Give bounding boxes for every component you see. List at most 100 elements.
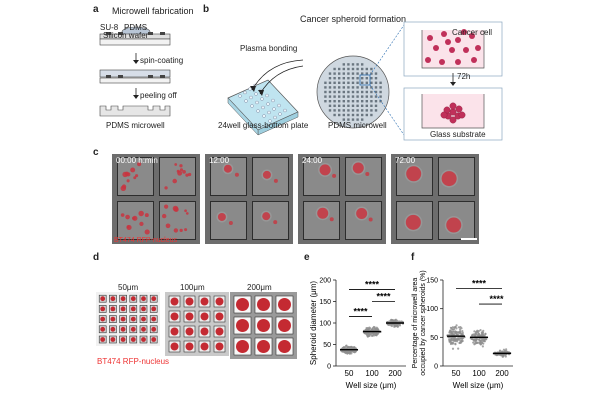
disk-well bbox=[356, 86, 359, 89]
spheroid-formation-diagram bbox=[227, 21, 503, 141]
cell-nucleus bbox=[126, 179, 130, 183]
cancer-cell bbox=[445, 39, 451, 45]
microwell bbox=[303, 201, 340, 240]
disk-well bbox=[361, 81, 364, 84]
spheroid bbox=[215, 312, 224, 321]
disk-well bbox=[328, 81, 332, 84]
microwell bbox=[117, 157, 154, 196]
y-tick-label: 200 bbox=[319, 278, 331, 285]
disk-well bbox=[356, 90, 359, 94]
spheroid-cell bbox=[443, 106, 451, 114]
disk-well bbox=[374, 72, 378, 75]
spheroid bbox=[215, 342, 224, 351]
spheroid-cell bbox=[458, 111, 466, 119]
spheroid bbox=[170, 312, 179, 321]
disk-well bbox=[370, 77, 373, 80]
data-point bbox=[352, 350, 356, 353]
spheroid bbox=[236, 340, 249, 353]
spheroid bbox=[151, 337, 157, 342]
cancer-cell bbox=[475, 45, 481, 51]
wafer-label: Silicon wafer bbox=[103, 31, 149, 40]
timestamp: 24:00 bbox=[302, 156, 323, 165]
spheroid bbox=[130, 326, 136, 332]
data-point bbox=[373, 327, 377, 330]
disk-well bbox=[347, 109, 350, 112]
microwell bbox=[438, 157, 475, 196]
data-point bbox=[498, 350, 502, 353]
disk-well bbox=[351, 90, 355, 94]
spheroid bbox=[110, 337, 116, 342]
cell-nucleus bbox=[164, 186, 168, 190]
data-point bbox=[455, 324, 458, 327]
disk-well bbox=[342, 118, 345, 121]
spheroid bbox=[110, 296, 116, 302]
disk-well bbox=[338, 95, 341, 98]
disk-well bbox=[365, 90, 368, 94]
disk-well bbox=[328, 100, 332, 103]
disk-well bbox=[333, 67, 336, 71]
data-point bbox=[461, 331, 464, 334]
data-point bbox=[450, 337, 453, 340]
data-point bbox=[459, 337, 462, 340]
disk-well bbox=[324, 86, 327, 89]
cell-nucleus bbox=[130, 167, 136, 173]
cell-nucleus bbox=[137, 162, 142, 167]
y-tick-label: 50 bbox=[323, 342, 331, 349]
y-tick-label: 100 bbox=[319, 321, 331, 328]
panel-b-letter: b bbox=[203, 4, 210, 15]
data-point bbox=[346, 346, 350, 349]
microwell bbox=[252, 201, 289, 240]
disk-well bbox=[347, 67, 350, 71]
disk-well bbox=[338, 113, 341, 117]
spheroid bbox=[120, 306, 126, 312]
spheroid bbox=[200, 327, 209, 336]
spheroid bbox=[257, 298, 270, 311]
spheroid bbox=[120, 296, 126, 302]
spheroid bbox=[200, 342, 209, 351]
data-point bbox=[457, 326, 461, 329]
disk-well bbox=[361, 109, 364, 112]
plate-label: 24well glass-bottom plate bbox=[218, 121, 309, 130]
microwell-label: PDMS microwell bbox=[328, 121, 387, 130]
timestamp: 12:00 bbox=[209, 156, 230, 165]
y-axis-label: Spheroid diameter (μm) bbox=[309, 281, 318, 366]
data-point bbox=[343, 346, 346, 349]
spheroid bbox=[120, 337, 126, 342]
disk-well bbox=[342, 100, 345, 103]
cell-nucleus bbox=[132, 216, 136, 220]
disk-well bbox=[365, 104, 368, 107]
disk-well bbox=[374, 86, 378, 89]
disk-well bbox=[347, 81, 350, 84]
data-point bbox=[481, 331, 484, 334]
disk-well bbox=[370, 72, 373, 75]
fabrication-diagram bbox=[99, 26, 171, 117]
disk-well bbox=[356, 95, 359, 98]
disk-well bbox=[356, 81, 359, 84]
data-point bbox=[367, 327, 371, 330]
disk-well bbox=[370, 95, 373, 98]
cell-nucleus bbox=[332, 173, 337, 178]
plate-well bbox=[244, 99, 248, 103]
spheroid bbox=[100, 337, 106, 342]
cell-nucleus bbox=[162, 213, 167, 219]
spheroid bbox=[130, 306, 136, 312]
spheroid bbox=[257, 319, 270, 332]
well-array bbox=[165, 292, 229, 356]
cell-nucleus bbox=[144, 213, 149, 218]
cell-nucleus bbox=[125, 214, 130, 220]
panel-a-letter: a bbox=[93, 4, 99, 15]
spheroid bbox=[278, 298, 291, 311]
spheroid bbox=[120, 326, 126, 332]
disk-well bbox=[365, 109, 368, 112]
spheroid-cell bbox=[449, 102, 457, 110]
data-point bbox=[472, 341, 475, 344]
time-72h-label: 72h bbox=[457, 72, 471, 81]
microwell bbox=[396, 201, 433, 240]
disk-well bbox=[351, 86, 355, 89]
cell-nucleus bbox=[120, 185, 127, 192]
cell-nucleus bbox=[179, 164, 183, 168]
data-point bbox=[480, 334, 484, 337]
x-tick-label: 50 bbox=[452, 369, 461, 378]
cell-nucleus bbox=[177, 170, 183, 176]
plate-well bbox=[249, 95, 253, 100]
